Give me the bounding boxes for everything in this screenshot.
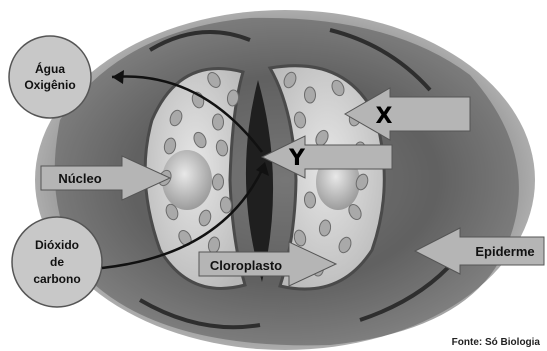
- oxygen-label: Oxigênio: [24, 78, 75, 92]
- chloroplast: [212, 174, 224, 191]
- chloroplast-label: Cloroplasto: [210, 258, 282, 273]
- water-label: Água: [35, 61, 65, 76]
- svg-text:carbono: carbono: [33, 272, 80, 286]
- chloroplast: [304, 87, 315, 103]
- carbon-dioxide-label: Dióxido de carbono: [12, 217, 102, 307]
- nucleus-label: Núcleo: [58, 171, 101, 186]
- x-label: X: [376, 104, 393, 129]
- epidermis-label: Epiderme: [475, 244, 534, 259]
- water-oxygen-label: Água Oxigênio: [9, 36, 91, 118]
- svg-text:de: de: [50, 255, 64, 269]
- y-label: Y: [288, 146, 306, 171]
- chloroplast: [212, 114, 224, 130]
- source-credit: Fonte: Só Biologia: [452, 337, 541, 348]
- svg-text:Dióxido: Dióxido: [35, 238, 79, 252]
